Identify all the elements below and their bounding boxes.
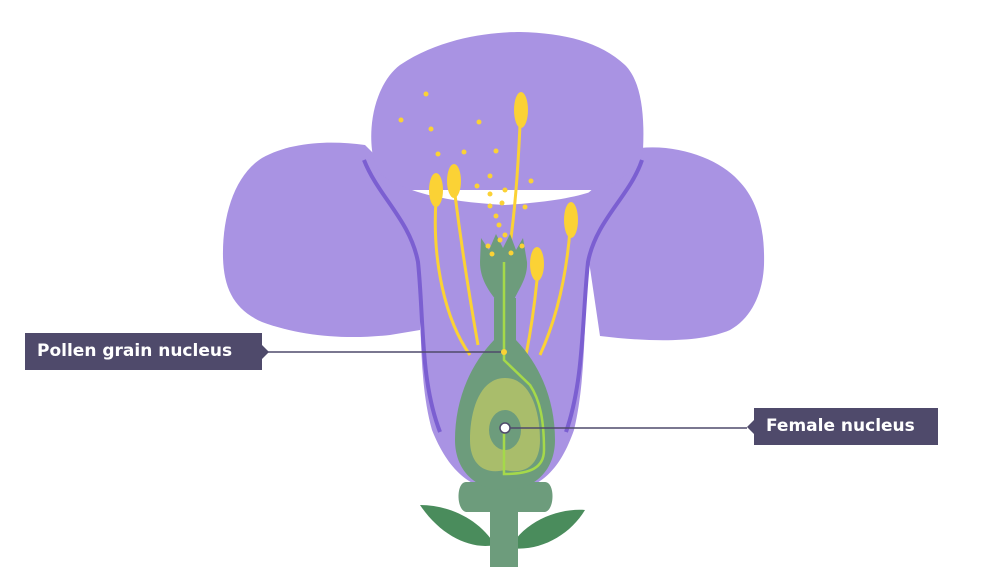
- petal-edge-left: [362, 159, 442, 433]
- label-female-nucleus-text: Female nucleus: [766, 416, 915, 436]
- label-pointer-left-icon: [747, 419, 754, 434]
- petal-left: [222, 142, 420, 338]
- pollen-grain-nucleus-marker: [501, 349, 507, 355]
- female-nucleus-marker: [499, 422, 511, 434]
- petal-edge-right: [564, 159, 644, 433]
- pollen-tube: [502, 262, 546, 476]
- label-pollen-grain-nucleus: Pollen grain nucleus: [25, 333, 269, 370]
- label-pollen-grain-nucleus-text: Pollen grain nucleus: [37, 341, 233, 361]
- leaf-right: [510, 509, 585, 549]
- anthers: [429, 92, 578, 281]
- label-female-nucleus: Female nucleus: [747, 408, 938, 445]
- pollen-grains: [398, 91, 534, 257]
- stamens: [433, 124, 572, 356]
- receptacle: [458, 482, 553, 512]
- label-pointer-right-icon: [262, 344, 269, 359]
- leaf-left: [420, 505, 495, 546]
- petal-top: [371, 32, 644, 190]
- petal-right: [580, 147, 765, 341]
